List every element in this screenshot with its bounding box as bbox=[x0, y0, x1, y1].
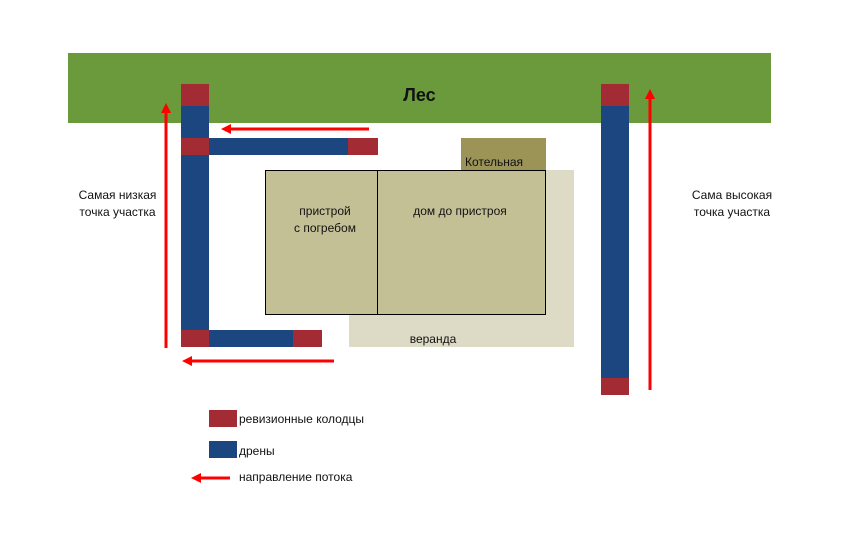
inspection-well bbox=[181, 330, 209, 347]
boiler-room-label: Котельная bbox=[464, 155, 524, 169]
legend-flow-label: направление потока bbox=[239, 470, 353, 484]
annex-label: пристрой с погребом bbox=[294, 204, 356, 235]
house bbox=[377, 170, 546, 315]
inspection-well bbox=[181, 138, 209, 155]
veranda-label: веранда bbox=[409, 332, 457, 346]
legend-drain-swatch bbox=[209, 441, 237, 458]
forest-label: Лес bbox=[403, 85, 436, 105]
highest-point-label: Сама высокая точка участка bbox=[691, 188, 773, 219]
legend-wells-label: ревизионные колодцы bbox=[239, 412, 365, 426]
lowest-point-label: Самая низкая точка участка bbox=[78, 188, 157, 219]
house-label: дом до пристроя bbox=[413, 204, 507, 218]
inspection-well bbox=[181, 84, 209, 106]
inspection-well bbox=[293, 330, 322, 347]
legend-drains-label: дрены bbox=[239, 444, 275, 458]
drain-right-vertical bbox=[601, 84, 629, 395]
drain-left-vertical bbox=[181, 84, 209, 347]
inspection-well bbox=[601, 84, 629, 106]
inspection-well bbox=[348, 138, 378, 155]
inspection-well bbox=[601, 378, 629, 395]
boiler-room bbox=[461, 138, 546, 170]
drain-bottom-horizontal bbox=[181, 330, 322, 347]
legend-well-swatch bbox=[209, 410, 237, 427]
drain-top-horizontal bbox=[181, 138, 378, 155]
